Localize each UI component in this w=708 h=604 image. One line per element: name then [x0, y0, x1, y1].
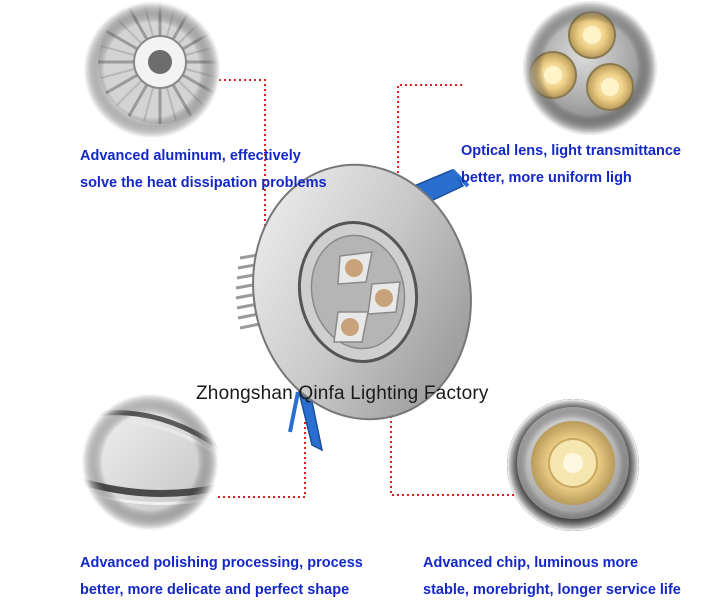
- leader-line-chip: [390, 335, 514, 496]
- polished-edge-photo-icon: [82, 394, 218, 530]
- caption-lens: Optical lens, light transmittance better…: [461, 138, 681, 192]
- caption-polishing: Advanced polishing processing, process b…: [80, 550, 363, 604]
- caption-chip: Advanced chip, luminous more stable, mor…: [423, 550, 681, 604]
- leader-line-heatsink: [214, 79, 266, 250]
- factory-watermark: Zhongshan Qinfa Lighting Factory: [196, 383, 489, 404]
- leader-lines: [214, 79, 514, 498]
- led-emitter-icon: [337, 251, 373, 285]
- caption-lens-line1: Optical lens, light transmittance: [461, 143, 681, 159]
- caption-polishing-line1: Advanced polishing processing, process: [80, 555, 363, 571]
- caption-heatsink-line2: solve the heat dissipation problems: [80, 175, 327, 191]
- caption-polishing-line2: better, more delicate and perfect shape: [80, 582, 350, 598]
- caption-heatsink-line1: Advanced aluminum, effectively: [80, 148, 301, 164]
- caption-lens-line2: better, more uniform ligh: [461, 170, 632, 186]
- led-emitter-icon: [367, 281, 401, 315]
- caption-chip-line1: Advanced chip, luminous more: [423, 555, 639, 571]
- leader-line-lens: [397, 84, 462, 250]
- led-emitter-icon: [333, 311, 369, 343]
- led-chip-photo-icon: [507, 399, 639, 531]
- heatsink-photo-icon: [84, 2, 220, 138]
- caption-heatsink: Advanced aluminum, effectively solve the…: [80, 143, 327, 197]
- downlight-product-icon: [235, 163, 472, 452]
- caption-chip-line2: stable, morebright, longer service life: [423, 582, 681, 598]
- lens-photo-icon: [523, 1, 657, 135]
- leader-line-polishing: [218, 420, 306, 498]
